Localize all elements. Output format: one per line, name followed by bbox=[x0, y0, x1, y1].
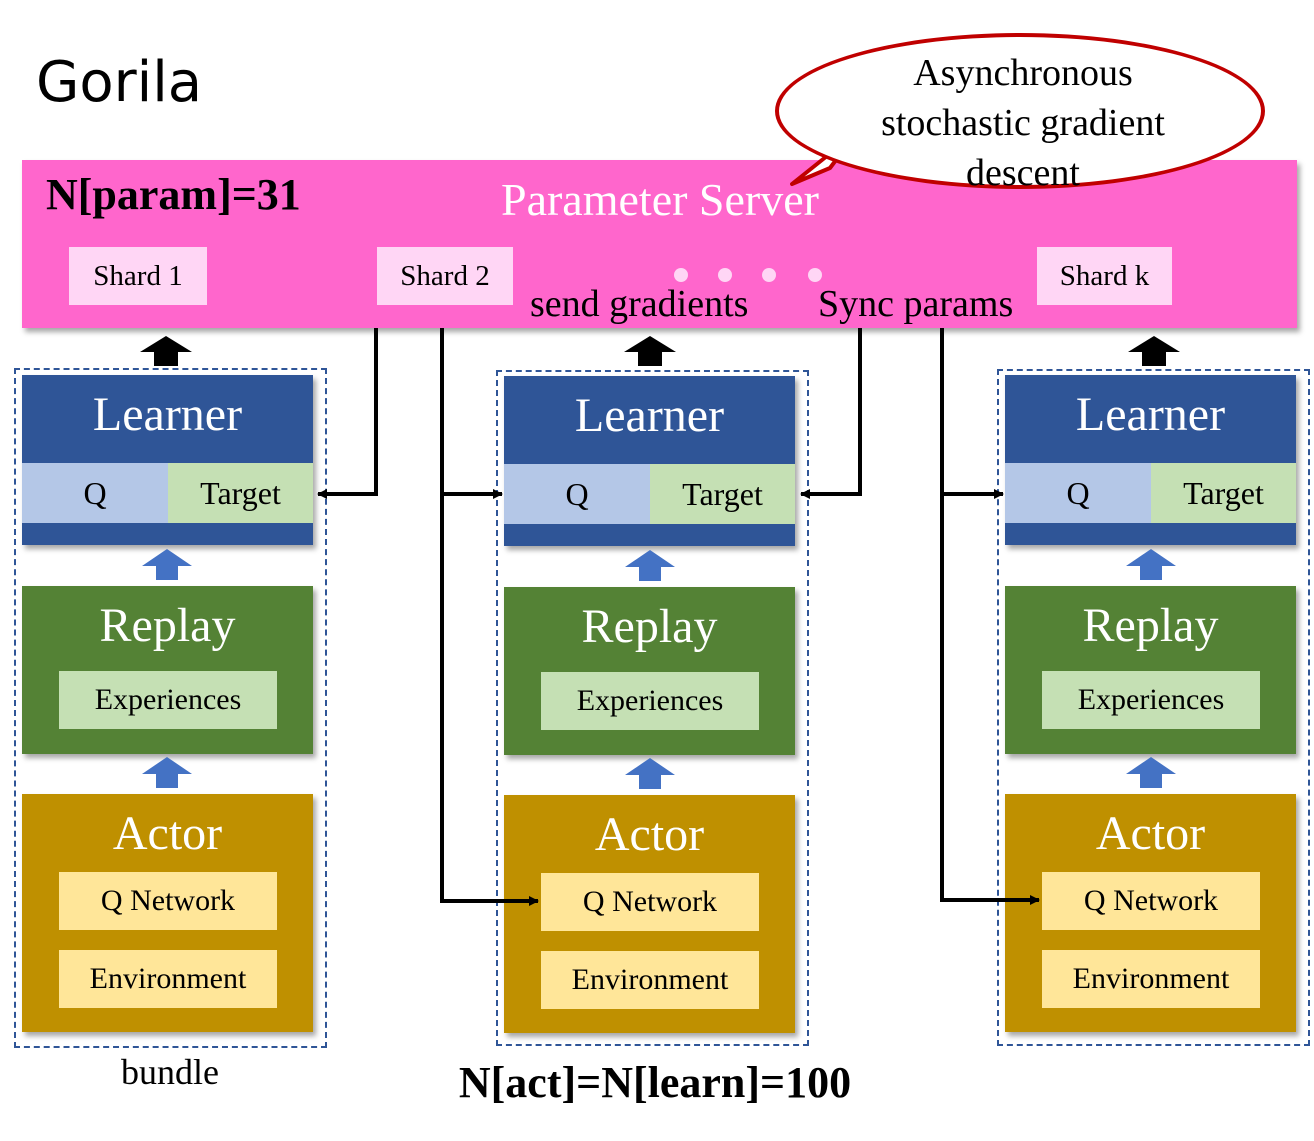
n-param-label: N[param]=31 bbox=[46, 170, 301, 219]
shard-2: Shard 2 bbox=[377, 247, 513, 305]
actor-block-2: Actor Q Network Environment bbox=[504, 795, 795, 1033]
bundle-label: bundle bbox=[121, 1052, 219, 1092]
sync-line-qnet-2 bbox=[440, 494, 539, 906]
sync-params-label: Sync params bbox=[818, 283, 1014, 325]
q-network-box: Q Network bbox=[541, 873, 759, 931]
callout-text: Asynchronous stochastic gradient descent bbox=[881, 52, 1165, 194]
experiences-box: Experiences bbox=[541, 672, 759, 730]
callout-bubble bbox=[775, 33, 1265, 189]
actor-label: Actor bbox=[112, 807, 223, 860]
replay-block-1: Replay Experiences bbox=[22, 586, 313, 754]
replay-block-3: Replay Experiences bbox=[1005, 586, 1296, 754]
sync-line-q-3 bbox=[940, 328, 1004, 499]
shard-1: Shard 1 bbox=[69, 247, 207, 305]
parameter-server-label: Parameter Server bbox=[500, 174, 819, 225]
environment-box: Environment bbox=[541, 951, 759, 1009]
environment-box: Environment bbox=[59, 950, 277, 1008]
bundle-1 bbox=[14, 368, 327, 1048]
send-gradients-label: send gradients bbox=[530, 283, 749, 325]
diagram-title: Gorila bbox=[36, 50, 203, 115]
ellipsis-dot bbox=[718, 268, 732, 282]
replay-label: Replay bbox=[99, 599, 236, 652]
experiences-box: Experiences bbox=[59, 671, 277, 729]
q-cell: Q bbox=[504, 464, 650, 524]
learner-label: Learner bbox=[574, 389, 725, 442]
blue-up-arrow bbox=[142, 549, 192, 580]
sync-line-qnet-3 bbox=[940, 494, 1040, 905]
replay-block-2: Replay Experiences bbox=[504, 587, 795, 755]
experiences-box: Experiences bbox=[1042, 671, 1260, 729]
actor-block-1: Actor Q Network Environment bbox=[22, 794, 313, 1032]
ellipsis-dot bbox=[762, 268, 776, 282]
target-cell: Target bbox=[650, 464, 795, 524]
blue-up-arrow bbox=[625, 758, 675, 789]
learner-block-3: Learner Q Target bbox=[1005, 375, 1296, 545]
up-arrow bbox=[624, 336, 676, 366]
replay-label: Replay bbox=[1082, 599, 1219, 652]
actor-block-3: Actor Q Network Environment bbox=[1005, 794, 1296, 1032]
ellipsis-dot bbox=[808, 268, 822, 282]
learner-block-1: Learner Q Target bbox=[22, 375, 313, 545]
up-arrow bbox=[140, 336, 192, 366]
sync-line-q-2 bbox=[440, 328, 503, 499]
q-network-box: Q Network bbox=[59, 872, 277, 930]
shard-k: Shard k bbox=[1037, 247, 1172, 305]
sync-line-target-1 bbox=[317, 328, 378, 499]
bundle-3 bbox=[997, 369, 1310, 1046]
sync-line-target-2 bbox=[800, 328, 862, 499]
learner-label: Learner bbox=[1075, 388, 1226, 441]
target-cell: Target bbox=[168, 463, 313, 523]
blue-up-arrow bbox=[1126, 549, 1176, 580]
n-act-learn-label: N[act]=N[learn]=100 bbox=[458, 1058, 852, 1107]
blue-up-arrow bbox=[625, 550, 675, 581]
actor-label: Actor bbox=[1095, 807, 1206, 860]
ellipsis-dot bbox=[674, 268, 688, 282]
replay-label: Replay bbox=[581, 600, 718, 653]
actor-label: Actor bbox=[594, 808, 705, 861]
blue-up-arrow bbox=[1126, 757, 1176, 788]
q-cell: Q bbox=[1005, 463, 1151, 523]
learner-block-2: Learner Q Target bbox=[504, 376, 795, 546]
blue-up-arrow bbox=[142, 757, 192, 788]
up-arrow bbox=[1128, 336, 1180, 366]
target-cell: Target bbox=[1151, 463, 1296, 523]
environment-box: Environment bbox=[1042, 950, 1260, 1008]
q-cell: Q bbox=[22, 463, 168, 523]
q-network-box: Q Network bbox=[1042, 872, 1260, 930]
bundle-2 bbox=[496, 370, 809, 1046]
learner-label: Learner bbox=[92, 388, 243, 441]
